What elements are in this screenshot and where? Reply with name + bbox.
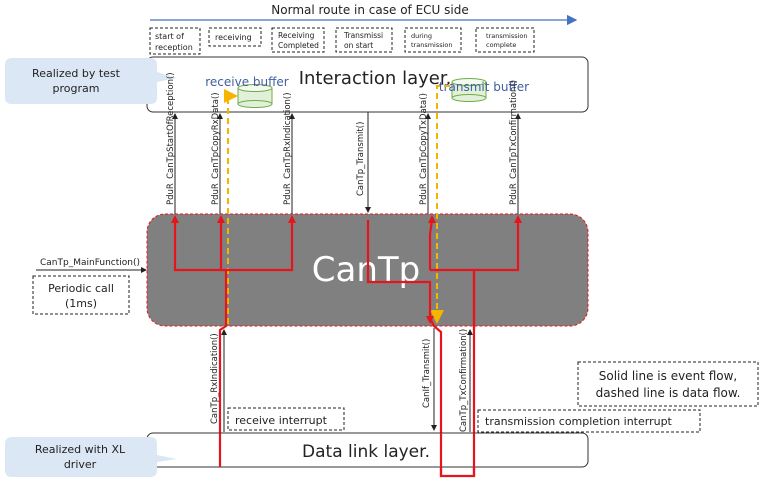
fn-label-copy-tx-data: PduR_CanTpCopyTxData(): [419, 93, 429, 205]
callout-line: program: [53, 82, 100, 95]
data-link-event-lines: [218, 433, 476, 476]
legend-line: Solid line is event flow,: [599, 369, 737, 383]
periodic-call-line: Periodic call: [48, 282, 114, 295]
phase-line: start of: [155, 32, 184, 41]
phase-line: receiving: [215, 33, 252, 42]
tx-complete-interrupt-label: transmission completion interrupt: [485, 415, 673, 428]
route-title: Normal route in case of ECU side: [271, 3, 468, 17]
legend-line: dashed line is data flow.: [596, 386, 741, 400]
transmit-buffer-label: transmit buffer: [439, 80, 529, 94]
phase-box: [208, 27, 262, 47]
event-flow-lines: [173, 219, 520, 478]
cantp-title: CanTp: [312, 250, 420, 290]
interaction-layer-title: Interaction layer.: [299, 68, 452, 89]
xl-driver-callout: Realized with XL driver: [5, 437, 177, 477]
test-program-callout: Realized by test program: [5, 58, 177, 104]
phase-line: Transmissi: [343, 31, 383, 40]
lower-call-lines: [221, 328, 473, 432]
upper-call-lines: [172, 112, 521, 214]
phase-line: transmission: [486, 32, 528, 40]
phase-line: transmission: [411, 41, 453, 49]
phase-box: [404, 27, 462, 53]
phase-line: Receiving: [278, 31, 315, 40]
fn-label-cantp-rx-indication: CanTp_RxIndication(): [210, 333, 220, 424]
phase-line: complete: [486, 41, 516, 49]
phase-line: Completed: [278, 41, 319, 50]
fn-label-cantp-tx-confirmation: CanTp_TxConfirmation(): [459, 329, 469, 432]
phase-box: [335, 27, 393, 53]
fn-label-tx-confirmation: PduR_CanTpTxConfirmation(): [509, 80, 519, 205]
phase-box: [149, 27, 201, 55]
phase-box: [475, 27, 535, 53]
transmit-buffer-cylinder: [451, 78, 487, 102]
fn-label-start-of-reception: PduR_CanTpStartOfReception(): [166, 72, 176, 205]
phase-boxes: start of reception receiving Receiving C…: [149, 27, 535, 55]
receive-buffer-cylinder: [237, 84, 273, 108]
fn-label-cantp-transmit: CanTp_Transmit(): [356, 122, 366, 196]
data-flow-lines: [224, 85, 450, 324]
callout-line: driver: [64, 458, 97, 471]
receive-interrupt-box: [227, 407, 345, 431]
phase-line: on start: [344, 41, 373, 50]
fn-label-rx-indication: PduR_CanTpRxIndication(): [283, 92, 293, 205]
tx-complete-interrupt-box: [477, 409, 701, 433]
phase-line: reception: [155, 43, 193, 52]
receive-buffer-label: receive buffer: [205, 75, 289, 89]
fn-label-canif-transmit: CanIf_Transmit(): [422, 339, 432, 408]
main-function-label: CanTp_MainFunction(): [40, 258, 140, 268]
callout-line: Realized by test: [32, 67, 121, 80]
fn-label-copy-rx-data: PduR_CanTpCopyRxData(): [211, 92, 221, 205]
phase-line: during: [411, 32, 432, 40]
phase-box: [271, 27, 325, 53]
receive-interrupt-label: receive interrupt: [235, 414, 328, 427]
periodic-call-box: [32, 275, 130, 315]
event-arrowheads: [171, 215, 522, 324]
legend-box: [577, 361, 759, 407]
data-link-layer-title: Data link layer.: [302, 442, 430, 462]
periodic-call-line: (1ms): [65, 297, 97, 310]
callout-line: Realized with XL: [35, 443, 126, 456]
